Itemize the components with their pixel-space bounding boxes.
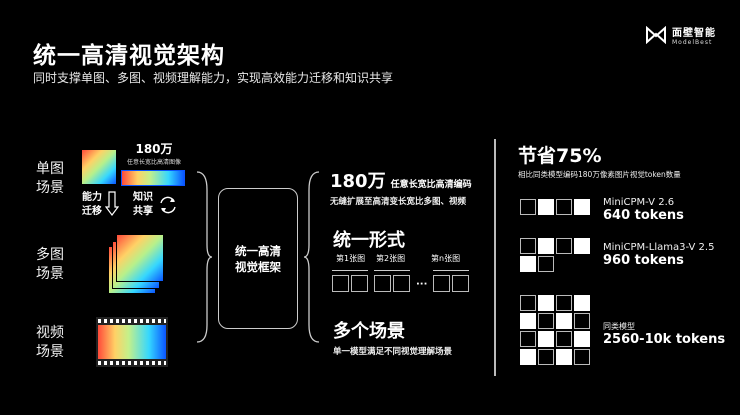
video-filmstrip-icon <box>96 317 168 367</box>
modelbest-logo-icon <box>646 26 666 44</box>
unified-form-slots: ··· <box>332 270 470 292</box>
share-label: 知识共享 <box>133 192 153 217</box>
cycle-arrows-icon <box>160 196 176 214</box>
feature-multi-scene: 多个场景 单一模型满足不同视觉理解场景 <box>333 321 453 357</box>
token-grid-similar-models <box>520 295 590 367</box>
stack-image-1 <box>116 234 164 282</box>
transfer-label: 能力迁移 <box>82 192 102 217</box>
vertical-divider <box>494 139 496 376</box>
scene-label-multi: 多图场景 <box>36 247 64 282</box>
token-grid-minicpm-v26 <box>520 199 590 217</box>
single-image-square <box>82 150 116 184</box>
image-label-2: 第2张图 <box>376 254 406 263</box>
framework-box: 统一高清 视觉框架 <box>218 188 298 329</box>
feature-unified-form-title: 统一形式 <box>333 230 405 251</box>
wide-image-bar <box>121 170 185 186</box>
logo-name-cn: 面壁智能 <box>672 28 716 39</box>
framework-line1: 统一高清 <box>235 243 281 258</box>
arrow-down-icon <box>105 191 119 216</box>
left-brace <box>196 171 213 343</box>
savings-headline: 节省75% <box>518 145 602 167</box>
resolution-label: 180万 任意长宽比高清图像 <box>126 142 181 166</box>
model-similar: 同类模型 2560-10k tokens <box>603 322 726 347</box>
model-minicpm-llama3: MiniCPM-Llama3-V 2.5 960 tokens <box>603 242 715 268</box>
feature-resolution: 180万 任意长宽比高清编码 无缝扩展至高清变长宽比多图、视频 <box>330 171 472 207</box>
logo: 面壁智能 ModelBest <box>645 24 716 46</box>
framework-line2: 视觉框架 <box>235 259 281 274</box>
logo-name-en: ModelBest <box>672 39 713 46</box>
scene-label-single: 单图场景 <box>36 161 64 196</box>
image-label-1: 第1张图 <box>336 254 366 263</box>
savings-desc: 相比同类模型编码180万像素图片视觉token数量 <box>518 170 681 179</box>
token-grid-minicpm-llama3 <box>520 238 590 274</box>
page-title: 统一高清视觉架构 <box>33 43 225 69</box>
scene-label-video: 视频场景 <box>36 325 64 360</box>
image-label-n: 第n张图 <box>431 254 461 263</box>
right-brace <box>303 171 320 343</box>
model-minicpm-v26: MiniCPM-V 2.6 640 tokens <box>603 197 684 223</box>
page-subtitle: 同时支撑单图、多图、视频理解能力，实现高效能力迁移和知识共享 <box>33 71 394 85</box>
